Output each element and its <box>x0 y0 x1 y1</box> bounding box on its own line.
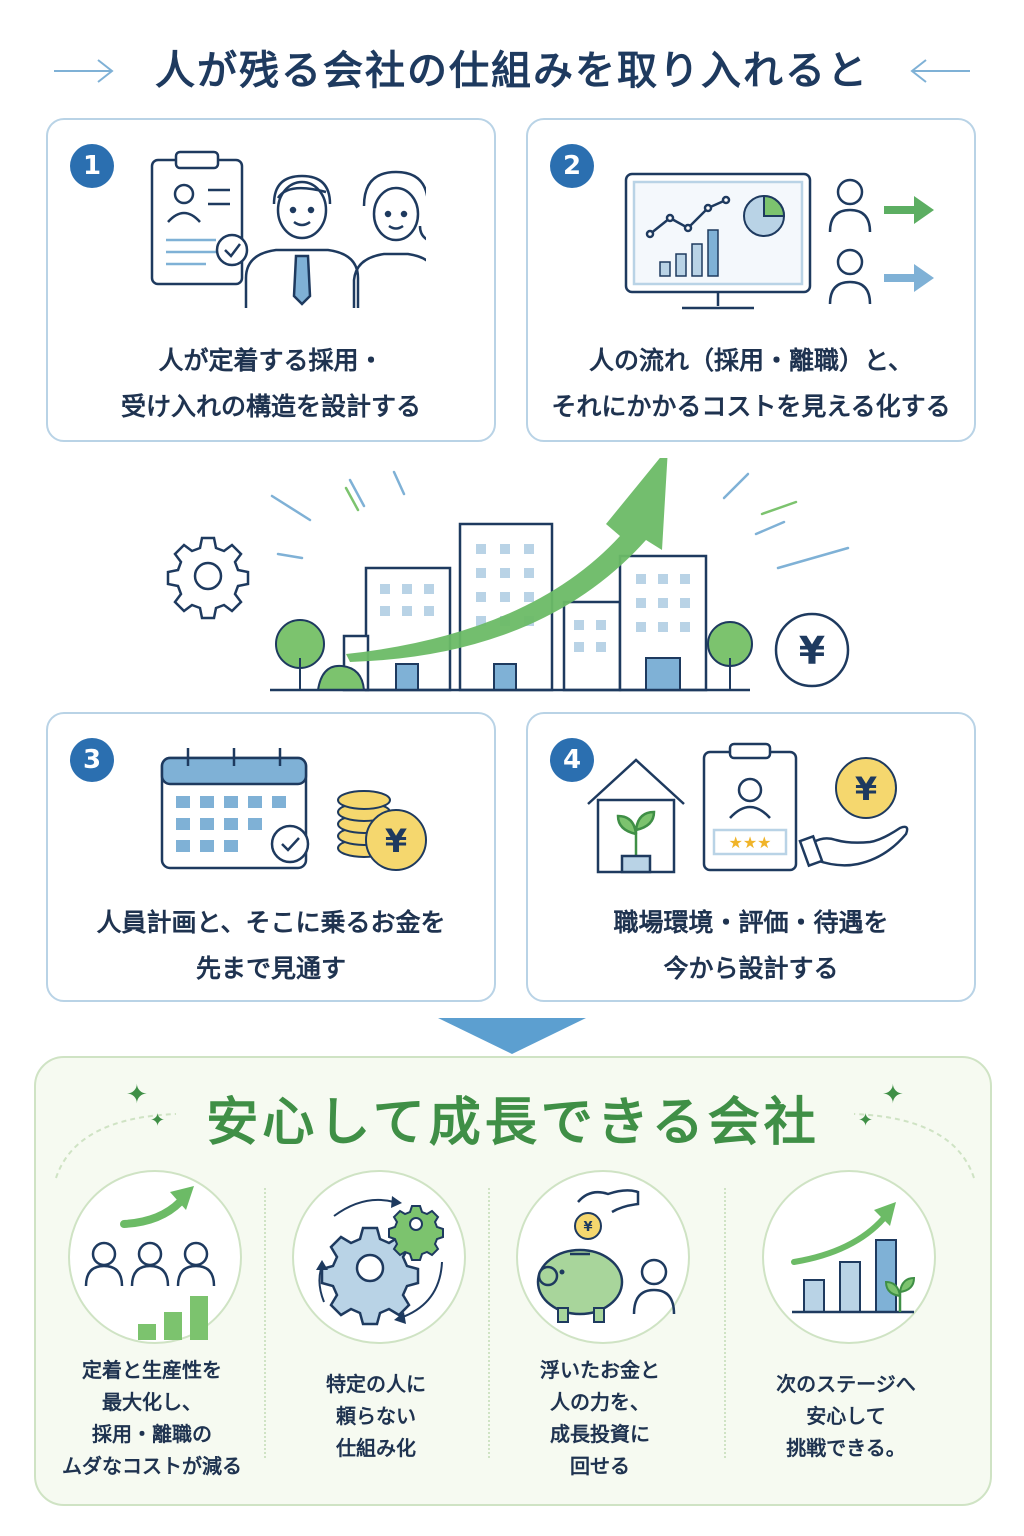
benefit-1: 定着と生産性を 最大化し、 採用・離職の ムダなコストが減る <box>42 1170 262 1500</box>
tree-icon <box>275 619 753 691</box>
step-caption-3: 人員計画と、そこに乗るお金を 先まで見通す <box>48 900 494 992</box>
team-growth-icon <box>84 1186 216 1340</box>
growth-arrow-icon <box>346 458 668 662</box>
sparkle-icon: ✦ <box>126 1080 148 1110</box>
arrow-right-icon <box>884 264 934 292</box>
caption-line: 人の流れ（採用・離職）と、 <box>588 346 913 375</box>
plan-illustration: ¥ <box>160 748 427 871</box>
benefit-line: ムダなコストが減る <box>62 1454 242 1478</box>
benefit-circle <box>292 1170 466 1344</box>
divider <box>264 1188 266 1458</box>
yen-icon: ¥ <box>774 612 850 688</box>
benefit-line: 浮いたお金と <box>540 1358 660 1382</box>
person-arrow-icon <box>828 178 872 305</box>
step-card-4: 4 ★★★ ¥ 職場環境・評価・待遇を 今から設計する <box>526 712 976 1002</box>
yen-hand-icon: ¥ <box>798 757 909 868</box>
recruit-illustration <box>150 150 426 308</box>
caption-line: 人員計画と、そこに乗るお金を <box>96 908 446 937</box>
result-title: 安心して成長できる会社 <box>206 1093 820 1153</box>
piggy-bank-icon: ¥ <box>536 1189 676 1323</box>
benefit-text: 特定の人に 頼らない 仕組み化 <box>266 1368 486 1464</box>
caption-line: 今から設計する <box>663 954 839 983</box>
caption-line: 受け入れの構造を設計する <box>120 392 421 421</box>
step-caption-2: 人の流れ（採用・離職）と、 それにかかるコストを見える化する <box>528 338 974 430</box>
svg-text:★★★: ★★★ <box>728 833 771 852</box>
benefit-line: 成長投資に <box>550 1422 650 1446</box>
sparkle-icon: ✦ <box>882 1080 904 1110</box>
page-title: 人が残る会社の仕組みを取り入れると <box>155 48 869 94</box>
evaluation-icon: ★★★ <box>702 742 798 872</box>
down-arrow-icon <box>438 1018 586 1054</box>
visualize-illustration <box>624 172 934 310</box>
yen-symbol: ¥ <box>583 1220 592 1235</box>
step-caption-4: 職場環境・評価・待遇を 今から設計する <box>528 900 974 992</box>
benefit-line: 回せる <box>570 1454 630 1478</box>
people-icon <box>244 170 426 308</box>
benefit-circle <box>762 1170 936 1344</box>
monitor-chart-icon <box>624 172 812 310</box>
house-plant-icon <box>587 758 685 874</box>
clipboard-icon <box>150 150 249 286</box>
arrow-right-icon <box>54 59 114 83</box>
caption-line: 先まで見通す <box>195 954 346 983</box>
sparkle-icon: ✦ <box>150 1110 166 1131</box>
benefit-line: 最大化し、 <box>102 1390 202 1414</box>
caption-line: それにかかるコストを見える化する <box>551 392 951 421</box>
step-card-1: 1 <box>46 118 496 442</box>
benefit-line: 定着と生産性を <box>82 1358 222 1382</box>
step-card-2: 2 人の流れ（採用・離職）と、 <box>526 118 976 442</box>
step-number-3: 3 <box>70 738 114 782</box>
bar-growth-icon <box>791 1202 916 1314</box>
arrow-left-icon <box>910 59 970 83</box>
benefit-line: 頼らない <box>336 1404 416 1428</box>
yen-symbol: ¥ <box>799 629 825 673</box>
benefit-circle: ¥ <box>516 1170 690 1344</box>
growth-scene: ¥ <box>166 458 850 692</box>
divider <box>488 1188 490 1458</box>
sparkle-rays <box>270 470 850 570</box>
coins-icon <box>337 790 427 871</box>
benefit-line: 採用・離職の <box>92 1422 212 1446</box>
benefit-3: ¥ 浮いたお金と 人の力を、 成長投資に 回せる <box>490 1170 710 1500</box>
yen-symbol: ¥ <box>855 770 877 808</box>
benefit-circle <box>68 1170 242 1344</box>
step-caption-1: 人が定着する採用・ 受け入れの構造を設計する <box>48 338 494 430</box>
gear-icon <box>166 536 250 620</box>
step-card-3: 3 ¥ 人員計画と、そこに乗るお金を 先まで見通す <box>46 712 496 1002</box>
calendar-icon <box>160 748 308 870</box>
benefit-line: 特定の人に <box>326 1372 426 1396</box>
result-panel: ✦ ✦ ✦ ✦ 安心して成長できる会社 定着と生産性を 最大化し、 採用・離職の <box>34 1056 992 1506</box>
caption-line: 職場環境・評価・待遇を <box>613 908 889 937</box>
environment-illustration: ★★★ ¥ <box>587 742 909 874</box>
title-row: 人が残る会社の仕組みを取り入れると <box>0 36 1024 106</box>
step-number-4: 4 <box>550 738 594 782</box>
yen-symbol: ¥ <box>385 822 407 860</box>
benefit-line: 次のステージへ <box>776 1372 916 1396</box>
building-windows <box>380 544 690 652</box>
benefit-4: 次のステージへ 安心して 挑戦できる。 <box>736 1170 956 1500</box>
benefit-line: 安心して <box>806 1404 886 1428</box>
caption-line: 人が定着する採用・ <box>158 346 384 375</box>
divider <box>724 1188 726 1458</box>
benefit-text: 定着と生産性を 最大化し、 採用・離職の ムダなコストが減る <box>42 1354 262 1482</box>
step-number-1: 1 <box>70 144 114 188</box>
step-number-2: 2 <box>550 144 594 188</box>
benefit-2: 特定の人に 頼らない 仕組み化 <box>266 1170 486 1500</box>
benefit-text: 次のステージへ 安心して 挑戦できる。 <box>736 1368 956 1464</box>
benefit-line: 人の力を、 <box>550 1390 650 1414</box>
benefit-line: 挑戦できる。 <box>786 1436 906 1460</box>
benefit-text: 浮いたお金と 人の力を、 成長投資に 回せる <box>490 1354 710 1482</box>
benefit-line: 仕組み化 <box>336 1436 416 1460</box>
gears-cycle-icon <box>316 1196 444 1326</box>
arrow-right-icon <box>884 196 934 224</box>
sparkle-icon: ✦ <box>858 1110 874 1131</box>
